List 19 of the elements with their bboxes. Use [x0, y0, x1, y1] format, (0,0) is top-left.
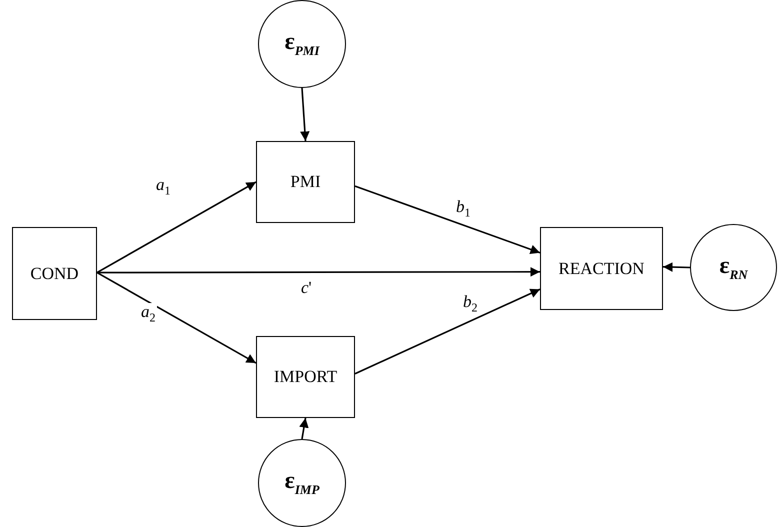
arrow — [662, 262, 690, 272]
node-label: COND — [30, 264, 79, 284]
node-label: ε$_{RN}$ — [719, 252, 748, 282]
arrow — [354, 185, 540, 254]
variable-box — [256, 141, 355, 223]
node-label: ε$_{PMI}$ — [284, 29, 320, 59]
variable-box — [540, 227, 663, 310]
arrow — [354, 288, 540, 374]
node-label: IMPORT — [274, 367, 338, 387]
variable-box — [256, 336, 355, 418]
variable-box — [12, 227, 97, 320]
arrow — [299, 418, 309, 440]
arrow — [96, 272, 256, 364]
arrow — [300, 88, 310, 142]
node-label: ε$_{IMP}$ — [284, 468, 320, 498]
arrow — [97, 267, 540, 277]
node-label: REACTION — [558, 258, 644, 278]
node-label: PMI — [290, 172, 321, 192]
arrow — [96, 181, 256, 274]
